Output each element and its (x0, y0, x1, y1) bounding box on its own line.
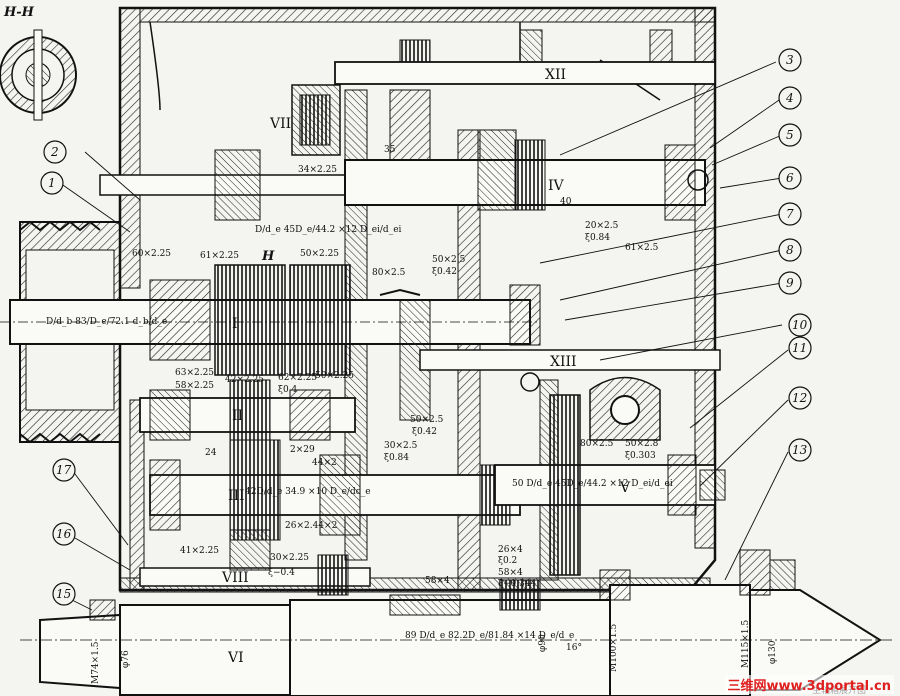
dim-label: 42×2.25 (225, 375, 264, 385)
callout-10: 10 (792, 318, 808, 332)
dim-label: 16° (566, 643, 582, 653)
spindle-VI (20, 549, 895, 696)
dim-label: 50×2.5 (410, 415, 444, 425)
dim-label: 50×2.5 (432, 255, 466, 265)
dim-label: 30×2.5 (384, 441, 418, 451)
dim-label: 50 D/d_e 45D_e/44.2 ×12 D_ei/d_ei (512, 479, 673, 489)
dim-label: φ90 (538, 634, 548, 652)
dim-label: 80×2.5 (580, 439, 614, 449)
dim-label: 63×2.25 (175, 368, 214, 378)
dim-label: 20×2.5 (585, 221, 619, 231)
dim-label: 26×4 (498, 545, 523, 555)
dim-label: ξ−0.344 (498, 579, 537, 589)
dim-label: ξ−0.4 (268, 568, 295, 578)
dim-label: 61×2.25 (200, 251, 239, 261)
dim-label: 58×4 (425, 576, 450, 586)
dim-label: ξ0.84 (384, 453, 409, 463)
dim-label: ξ0.2 (498, 556, 517, 566)
shaft-label-VI: VI (227, 650, 244, 666)
shaft-IV (99, 89, 709, 221)
dim-label: M115×1.5 (741, 619, 751, 668)
callout-7: 7 (786, 207, 794, 221)
callout-17: 17 (56, 463, 72, 477)
dim-label: 60×2.25 (132, 249, 171, 259)
dim-label: 40 (560, 197, 572, 207)
dim-label: 58×4 (498, 568, 523, 578)
dim-label: 26×2.44×2 (285, 521, 337, 531)
callout-1: 1 (48, 176, 56, 190)
shaft-label-I: I (232, 316, 238, 332)
dim-label: 80×2.5 (372, 268, 406, 278)
callout-2: 2 (50, 145, 59, 159)
callout-3: 3 (786, 53, 794, 67)
dim-label: φ130 (768, 640, 778, 664)
callout-5: 5 (786, 128, 794, 142)
shaft-label-VIII: VIII (221, 570, 249, 586)
dim-label: 62×2.25 (278, 373, 317, 383)
shaft-XII (334, 29, 716, 85)
callout-leaders (59, 61, 789, 611)
section-label: H-H (3, 5, 35, 20)
dim-label: 61×2.5 (625, 243, 659, 253)
shaft-label-XII: XII (545, 67, 566, 83)
dim-label: 50×2.25 (300, 249, 339, 259)
shaft-label-XIII: XIII (550, 354, 577, 370)
shaft-XIII (419, 349, 721, 441)
dim-label: 44×2 (312, 458, 337, 468)
shaft-label-VII: VII (269, 116, 291, 132)
dim-label: M100×1.5 (609, 623, 619, 672)
shaft-VIII (139, 529, 371, 596)
dim-label: φ76 (121, 650, 131, 668)
dim-label: 24 (205, 448, 217, 458)
callout-9: 9 (786, 276, 794, 290)
dim-label: 34×2.25 (298, 165, 337, 175)
dim-label: 35 (384, 145, 396, 155)
callout-circles (40, 48, 812, 606)
watermark: 三维网www.3dportal.cn (724, 675, 894, 694)
shaft-label-IV: IV (548, 178, 565, 194)
callout-13: 13 (792, 443, 808, 457)
dim-label: 41×2.25 (180, 546, 219, 556)
dim-label: ξ0.42 (412, 427, 437, 437)
section-view-hh (0, 29, 77, 121)
dim-label: D/d_b 83/D_e/72.1 d_b/d_e (46, 317, 167, 327)
shaft-I (0, 264, 541, 421)
section-mark: H (261, 249, 275, 264)
dim-label: 89 D/d_e 82.2D_e/81.84 ×14 D_e/d_e (405, 631, 574, 641)
shaft-VII (291, 84, 341, 156)
dim-label: 2×29 (290, 445, 315, 455)
dim-label: ξ0.84 (585, 233, 610, 243)
dim-label: 58×2.25 (175, 381, 214, 391)
dim-label: 50×2.25 (315, 371, 354, 381)
dim-label: ξ0.303 (625, 451, 656, 461)
dim-label: 42D/d_e 34.9 ×10 D_e/dc_e (245, 487, 371, 497)
dim-label: 30×2.25 (270, 553, 309, 563)
dim-label: 50×2.8 (625, 439, 659, 449)
dim-label: ξ0.4 (278, 385, 298, 395)
callout-4: 4 (785, 91, 794, 105)
callout-15: 15 (56, 587, 71, 601)
callout-16: 16 (56, 527, 72, 541)
dim-label: ξ0.42 (432, 267, 457, 277)
shaft-label-II: II (232, 408, 243, 424)
callout-11: 11 (792, 341, 807, 355)
shaft-label-V: V (619, 480, 631, 496)
dim-label: M74×1.5 (91, 641, 101, 684)
dim-label: D/d_e 45D_e/44.2 ×12 D_ei/d_ei (255, 225, 402, 235)
callout-8: 8 (786, 243, 794, 257)
shaft-V (494, 394, 726, 576)
callout-12: 12 (792, 391, 807, 405)
shaft-II (139, 379, 356, 441)
callout-6: 6 (786, 171, 794, 185)
shaft-label-III: III (228, 488, 245, 504)
